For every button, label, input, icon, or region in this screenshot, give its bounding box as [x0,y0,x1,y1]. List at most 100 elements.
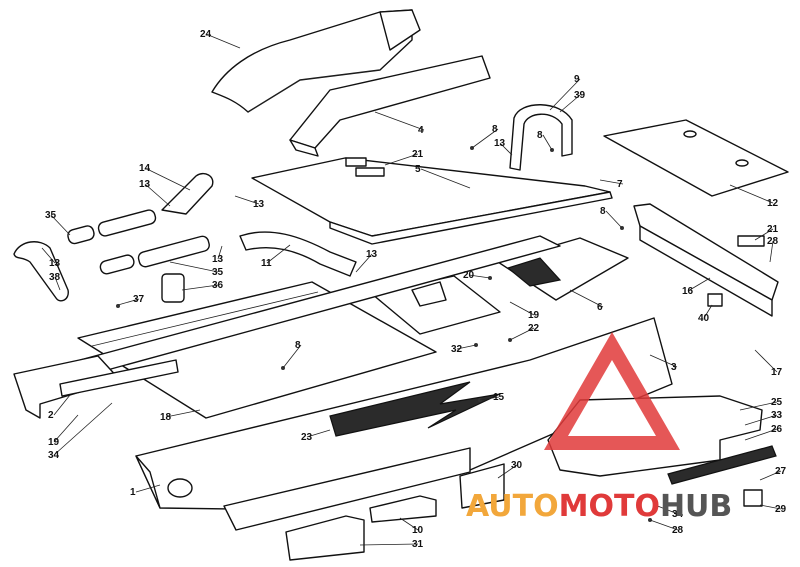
leader-c18 [165,409,201,418]
callout-c16: 16 [682,286,694,297]
callout-c18: 18 [160,412,172,423]
leader-c8b [542,134,553,151]
hardware-fasteners [116,146,765,522]
leader-c11 [266,244,291,264]
callout-c26: 26 [771,424,783,435]
leader-c37 [117,298,140,306]
watermark-text-auto: AUTO [466,489,559,524]
callout-labels: 2449398138215712141313351338133536111320… [45,29,787,550]
leader-c21b [754,228,774,241]
callout-c13a: 13 [494,138,506,149]
leader-c12 [729,184,774,204]
part-24-hood [211,9,421,113]
leader-c36 [181,284,219,291]
leader-c28b [649,519,679,531]
leader-c38 [54,276,61,291]
callout-c25: 25 [771,397,783,408]
watermark-text-hub: HUB [660,489,732,524]
part-12-cover [603,119,789,197]
leader-c24 [205,33,241,49]
callout-c14: 14 [139,163,151,174]
leader-c19a [509,301,535,316]
leader-c8d [282,344,302,369]
leader-c10 [399,517,419,531]
callout-c6: 6 [597,302,603,313]
svg-text:AUTOMOTOHUB: AUTOMOTOHUB [466,489,732,524]
callout-c15: 15 [493,392,505,403]
callout-c34a: 34 [48,450,60,461]
callout-c27: 27 [775,466,787,477]
callout-c3: 3 [671,362,677,373]
callout-c20: 20 [463,270,475,281]
callout-c24: 24 [200,29,212,40]
callout-c29: 29 [775,504,787,515]
callout-c8d: 8 [295,340,301,351]
part-4-side-panel [289,55,491,157]
callout-c5: 5 [415,164,421,175]
leader-c9 [549,78,581,111]
automotohub-watermark: AUTOMOTOHUB [466,332,732,524]
callout-c13e: 13 [212,254,224,265]
callout-c9: 9 [574,74,580,85]
leader-c34a [53,402,113,456]
callout-c13b: 13 [139,179,151,190]
callout-c40: 40 [698,313,710,324]
callout-c2: 2 [48,410,54,421]
callout-c35b: 35 [212,267,224,278]
callout-c32: 32 [451,344,463,355]
leader-c3 [649,354,678,368]
leader-c6 [569,289,604,308]
callout-c28b: 28 [672,525,684,536]
watermark-triangle-logo [544,332,680,450]
leader-c7 [599,179,624,185]
part-18-floor-panel [77,281,437,419]
callout-c8b: 8 [537,130,543,141]
callout-c34b: 34 [672,509,684,520]
callout-c30: 30 [511,460,523,471]
leader-c14 [144,167,191,191]
leader-c16 [687,277,711,292]
callout-c12: 12 [767,198,779,209]
callout-c21b: 21 [767,224,779,235]
callout-c13f: 13 [366,249,378,260]
leader-c25 [739,401,778,411]
callout-c7: 7 [617,179,623,190]
part-9-handle [509,104,573,171]
callout-c8a: 8 [492,124,498,135]
leader-c31 [359,543,419,546]
leader-c13c [234,195,260,205]
callout-c11: 11 [261,258,272,269]
bottom-brackets [223,447,505,561]
callout-c28a: 28 [767,236,779,247]
callout-c23: 23 [301,432,313,443]
leader-c13b [144,183,171,207]
part-5-plate [251,157,613,245]
leader-c2 [53,394,71,416]
leader-c29 [759,504,782,510]
leader-lines [41,33,782,546]
leader-c19b [53,414,79,443]
leader-c17 [754,349,778,373]
leader-c4 [374,111,425,131]
callout-c35a: 35 [45,210,57,221]
callout-c13c: 13 [253,199,265,210]
leader-c39 [559,94,581,113]
part-16-rail [633,203,779,317]
leader-c27 [759,470,782,481]
callout-c38: 38 [49,272,61,283]
callout-c21a: 21 [412,149,424,160]
leader-c13d [41,247,56,264]
watermark-text-moto: MOTO [559,489,660,524]
callout-c19b: 19 [48,437,60,448]
callout-c13d: 13 [49,258,61,269]
leader-c13f [355,253,373,273]
leader-c22 [509,327,535,341]
hose-group [13,172,357,303]
callout-c1: 1 [130,487,136,498]
leader-c23 [306,429,331,438]
part-23-decal [329,381,501,437]
callout-c39: 39 [574,90,586,101]
leader-c34b [654,504,679,515]
callout-c31: 31 [412,539,424,550]
